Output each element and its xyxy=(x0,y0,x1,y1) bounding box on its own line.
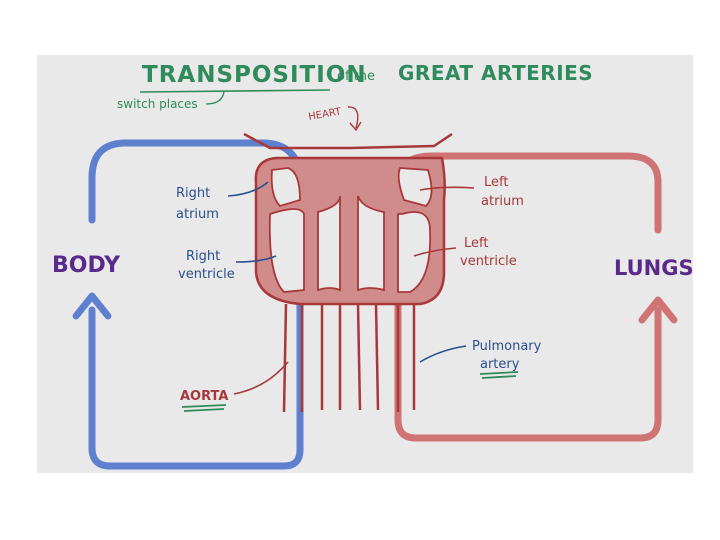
left-atrium-label-line1: Left xyxy=(484,175,508,190)
left-atrium-label-line2: atrium xyxy=(481,194,524,209)
left-atrium-chamber xyxy=(397,167,433,208)
pulmonary-artery-label-line1: Pulmonary xyxy=(472,339,542,354)
lungs-label: Lungs xyxy=(614,256,694,280)
body-up-arrowhead xyxy=(72,292,112,320)
right-ventricle-label-line2: ventricle xyxy=(178,267,235,282)
heart-pointer-arrow xyxy=(347,106,362,132)
body-label: Body xyxy=(52,253,121,278)
aorta-leader xyxy=(233,361,289,395)
left-ventricle-chamber xyxy=(397,211,432,293)
left-ventricle-annotation: Left ventricle xyxy=(413,236,517,269)
right-ventricle-leader xyxy=(235,255,277,263)
left-atrium-leader xyxy=(419,186,475,191)
aorta-underline-2 xyxy=(183,408,225,412)
great-arteries xyxy=(282,303,416,413)
pulmonary-underline-1 xyxy=(479,371,519,375)
right-ventricle-annotation: Right ventricle xyxy=(178,249,277,282)
pulmonary-underline-2 xyxy=(481,375,517,379)
right-ventricle-label-line1: Right xyxy=(186,249,220,264)
right-atrium-label-line2: atrium xyxy=(176,207,219,222)
pulmonary-artery-label-line2: artery xyxy=(480,357,520,372)
pulmonary-artery-leader xyxy=(419,345,467,363)
left-ventricle-leader xyxy=(413,247,457,257)
title-main-transposition: Transposition xyxy=(142,62,367,88)
right-atrium-chamber xyxy=(270,167,301,208)
left-ventricle-label-line2: ventricle xyxy=(460,254,517,269)
title-great-arteries: Great Arteries xyxy=(398,61,593,85)
aorta-underline-1 xyxy=(181,404,227,408)
pulmonary-artery-annotation: Pulmonary artery xyxy=(419,339,542,379)
aorta-annotation: AORTA xyxy=(180,361,289,412)
right-atrium-annotation: Right atrium xyxy=(176,181,269,222)
great-vessel-top xyxy=(243,132,453,150)
right-atrium-leader xyxy=(227,181,269,197)
title-group: Transposition of the Great Arteries swit… xyxy=(117,61,593,111)
septum-right-cutout xyxy=(357,195,385,292)
right-atrium-label-line1: Right xyxy=(176,186,210,201)
title-underline xyxy=(139,89,331,93)
right-ventricle-chamber xyxy=(268,208,305,293)
lungs-up-arrowhead xyxy=(638,296,678,324)
aorta-label: AORTA xyxy=(180,389,228,404)
heart xyxy=(243,132,453,306)
left-ventricle-label-line1: Left xyxy=(464,236,488,251)
switch-places-connector xyxy=(205,91,225,105)
left-atrium-annotation: Left atrium xyxy=(419,175,524,209)
title-of-the: of the xyxy=(337,69,375,84)
septum-left-cutout xyxy=(317,195,341,292)
switch-places-note: switch places xyxy=(117,97,198,111)
